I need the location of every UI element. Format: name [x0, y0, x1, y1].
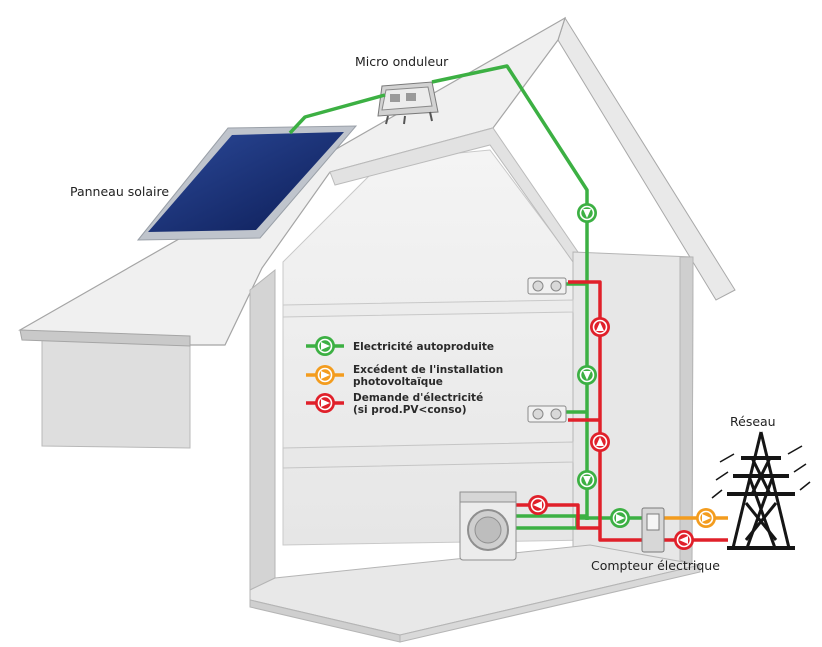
green-wire-panel [288, 93, 386, 135]
micro-inverter [377, 81, 439, 125]
legend-label-self-produced: Electricité autoproduite [353, 341, 494, 353]
label-meter: Compteur électrique [591, 558, 720, 573]
flow-arrow-green-3 [577, 470, 597, 490]
legend-item-demand: Demande d'électricité (si prod.PV<conso) [306, 392, 483, 416]
left-wall [249, 268, 276, 591]
upper-floor [282, 299, 574, 318]
legend-label-surplus-1: Excédent de l'installation [353, 364, 503, 376]
roof-edge [19, 329, 191, 347]
flow-arrow-green-1 [577, 203, 597, 223]
legend: Electricité autoproduite Excédent de l'i… [306, 336, 503, 416]
flow-arrow-green-2 [577, 365, 597, 385]
legend-label-surplus-2: photovoltaïque [353, 376, 443, 388]
flow-arrow-red-washer [528, 495, 548, 515]
middle-floor [282, 441, 574, 469]
label-micro-inverter: Micro onduleur [355, 54, 449, 69]
flow-arrow-green-meter [610, 508, 630, 528]
electric-meter [641, 507, 665, 553]
green-wire-main [431, 64, 589, 520]
outlet-lower [527, 405, 567, 423]
legend-item-surplus: Excédent de l'installation photovoltaïqu… [306, 364, 503, 388]
legend-label-demand-2: (si prod.PV<conso) [353, 404, 467, 416]
legend-item-self-produced: Electricité autoproduite [306, 336, 494, 356]
washing-machine [459, 491, 517, 561]
flow-arrow-red-1 [590, 317, 610, 337]
label-solar-panel: Panneau solaire [70, 184, 169, 199]
power-pylon-icon [711, 431, 811, 550]
ground-floor-edge-right [399, 564, 701, 643]
flow-arrow-orange-grid [696, 508, 716, 528]
flow-arrow-red-2 [590, 432, 610, 452]
roof-eave-block [41, 333, 191, 449]
legend-label-demand-1: Demande d'électricité [353, 392, 483, 404]
house-structure [18, 16, 736, 643]
flow-arrow-red-grid [674, 530, 694, 550]
outlet-upper [527, 277, 567, 295]
label-grid: Réseau [730, 414, 776, 429]
solar-panel [136, 125, 358, 241]
